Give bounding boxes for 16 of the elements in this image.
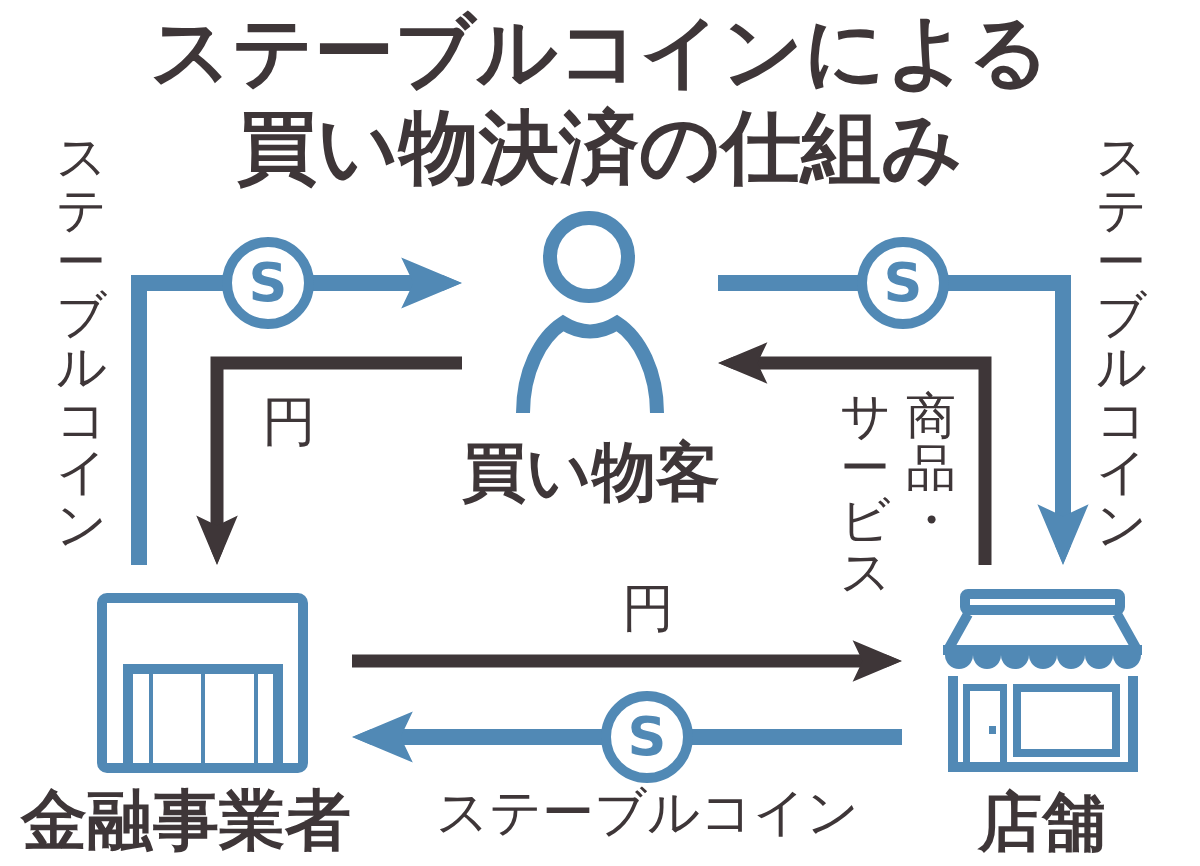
coin-symbol: S bbox=[222, 237, 314, 329]
title: ステーブルコインによる買い物決済の仕組み bbox=[149, 4, 1051, 196]
edge-label: 商品・サービス bbox=[838, 390, 957, 602]
edge-label: ステーブルコイン bbox=[1094, 131, 1148, 551]
arrow bbox=[718, 342, 992, 565]
node-label: 買い物客 bbox=[462, 440, 720, 504]
edge-label: ステーブルコイン bbox=[54, 131, 108, 551]
edge-label: 円 bbox=[622, 582, 674, 634]
edge-label: 円 bbox=[262, 395, 316, 449]
arrow bbox=[196, 356, 462, 565]
coin-symbol: S bbox=[601, 691, 693, 783]
node-label: 店舗 bbox=[978, 790, 1106, 854]
node-label: 金融事業者 bbox=[21, 788, 351, 854]
arrow bbox=[352, 640, 902, 682]
edge-label: ステーブルコイン bbox=[436, 786, 859, 838]
coin-symbol: S bbox=[857, 237, 949, 329]
